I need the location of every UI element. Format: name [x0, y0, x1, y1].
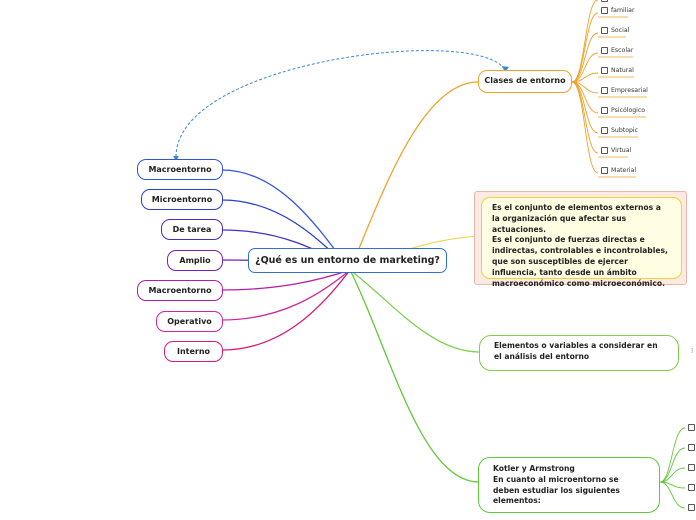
checkbox-icon[interactable] — [601, 87, 608, 94]
checkbox-icon[interactable] — [601, 107, 608, 114]
node-text: Kotler y Armstrong En cuanto al microent… — [493, 464, 620, 506]
subtopic-item[interactable]: Empresarial — [601, 87, 648, 94]
dashed-relation-arrow-bottom — [173, 156, 179, 161]
node-label: Amplio — [179, 256, 211, 265]
node-interno[interactable]: Interno — [164, 341, 223, 362]
clases-underlines — [598, 16, 647, 178]
node-microentorno[interactable]: Microentorno — [141, 189, 223, 210]
checkbox-icon[interactable] — [601, 0, 608, 2]
node-text: Elementos o variables a considerar en el… — [494, 341, 658, 361]
kotler-subtopic-connectors — [659, 427, 686, 509]
node-label: Macroentorno — [148, 286, 212, 295]
subtopic-item[interactable]: Natural — [601, 67, 634, 74]
node-macroentorno-2[interactable]: Macroentorno — [137, 280, 223, 301]
root-label: ¿Qué es un entorno de marketing? — [255, 255, 440, 266]
clases-subtopic-connectors — [571, 0, 599, 174]
collapsed-indicator[interactable]: ⁞ — [691, 347, 694, 355]
node-label: Interno — [176, 347, 211, 356]
checkbox-icon[interactable] — [688, 424, 695, 431]
checkbox-icon[interactable] — [601, 147, 608, 154]
node-operativo[interactable]: Operativo — [156, 311, 223, 332]
subtopic-label: Subtopic — [611, 127, 639, 134]
node-definicion[interactable]: Es el conjunto de elementos externos a l… — [481, 197, 682, 288]
connector-operativo — [221, 269, 351, 321]
connector-macroentorno-2 — [221, 269, 351, 291]
definition-text: Es el conjunto de elementos externos a l… — [492, 203, 668, 288]
subtopic-item[interactable]: Social — [601, 27, 629, 34]
node-label: Clases de entorno — [484, 76, 566, 86]
node-elementos[interactable]: Elementos o variables a considerar en el… — [479, 335, 679, 371]
subtopic-label: Social — [611, 27, 630, 34]
subtopic-label: Escolar — [611, 47, 634, 54]
node-clases-de-entorno[interactable]: Clases de entorno — [478, 70, 572, 93]
checkbox-icon[interactable] — [601, 7, 608, 14]
node-label: Operativo — [167, 317, 212, 326]
subtopic-label: Material — [611, 167, 637, 174]
root-topic[interactable]: ¿Qué es un entorno de marketing? — [248, 248, 447, 273]
subtopic-label: Psicólogico — [611, 107, 646, 114]
subtopic-label: Empresarial — [611, 87, 648, 94]
checkbox-icon[interactable] — [601, 27, 608, 34]
subtopic-item[interactable]: familiar — [601, 7, 635, 14]
dashed-relation — [175, 50, 506, 158]
checkbox-icon[interactable] — [688, 504, 695, 511]
connector-interno — [221, 269, 351, 351]
checkbox-icon[interactable] — [688, 484, 695, 491]
checkbox-icon[interactable] — [601, 67, 608, 74]
subtopic-item[interactable]: Material — [601, 167, 636, 174]
node-label: Macroentorno — [148, 165, 212, 174]
node-amplio[interactable]: Amplio — [167, 250, 223, 271]
connector-kotler — [349, 269, 479, 483]
subtopic-label: Natural — [611, 67, 634, 74]
dashed-relation-arrow-top — [502, 66, 509, 72]
checkbox-icon[interactable] — [688, 464, 695, 471]
checkbox-icon[interactable] — [601, 47, 608, 54]
connector-elementos — [349, 269, 480, 353]
subtopic-label: familiar — [611, 7, 635, 14]
subtopic-item[interactable]: Psicólogico — [601, 107, 645, 114]
node-label: Microentorno — [151, 195, 213, 204]
node-label: De tarea — [172, 225, 212, 234]
subtopic-label: Virtual — [611, 147, 632, 154]
node-macroentorno[interactable]: Macroentorno — [137, 159, 223, 180]
checkbox-icon[interactable] — [601, 127, 608, 134]
checkbox-icon[interactable] — [688, 444, 695, 451]
subtopic-item[interactable]: Subtopic — [601, 127, 638, 134]
connector-clases — [349, 81, 479, 271]
node-kotler-armstrong[interactable]: Kotler y Armstrong En cuanto al microent… — [478, 457, 660, 513]
node-de-tarea[interactable]: De tarea — [161, 219, 223, 240]
subtopic-item[interactable]: Virtual — [601, 147, 631, 154]
checkbox-icon[interactable] — [601, 167, 608, 174]
subtopic-item[interactable]: Escolar — [601, 47, 633, 54]
definition-frame: Es el conjunto de elementos externos a l… — [474, 191, 687, 288]
